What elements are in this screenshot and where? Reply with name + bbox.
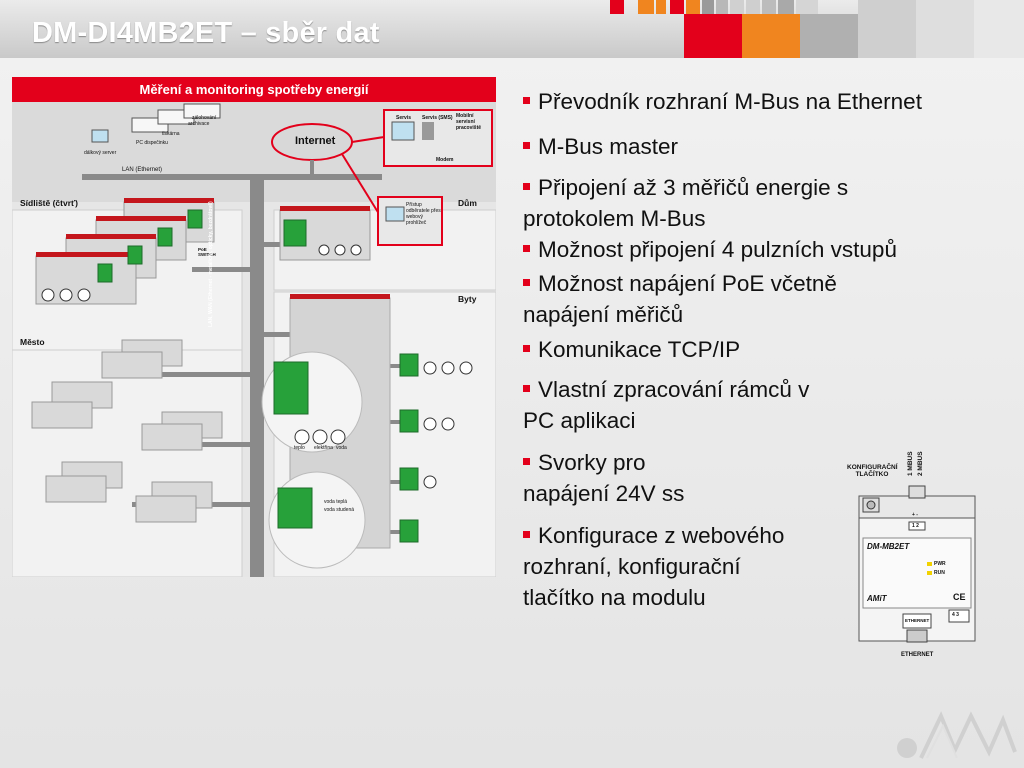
module-terminal-12: 1 2 [912, 523, 919, 529]
label-voda-studena: voda studená [324, 507, 355, 513]
feature-bullet-text: Konfigurace z webového [538, 523, 785, 548]
label-servis: Servis [396, 115, 412, 121]
bullet-marker-icon [523, 141, 530, 149]
feature-bullet: Převodník rozhraní M-Bus na Ethernet [523, 86, 922, 117]
feature-bullet: Možnost připojení 4 pulzních vstupů [523, 234, 897, 265]
amit-logo [897, 711, 1017, 759]
module-terminal-plus-minus: + - [912, 512, 918, 518]
label-sidliste: Sídliště (čtvrť) [20, 198, 78, 208]
label-zalohovani: zálohování [192, 115, 217, 121]
module-run: RUN [934, 570, 945, 576]
feature-bullet-text: Svorky pro [538, 450, 646, 475]
diagram-graphics [12, 102, 496, 577]
feature-bullet: Možnost napájení PoE včetně napájení měři… [523, 268, 837, 330]
feature-bullet-line: rozhraní, konfigurační [523, 554, 741, 579]
label-voda: voda [336, 445, 347, 451]
slide-title: DM-DI4MB2ET – sběr dat [32, 17, 380, 49]
diagram-title: Měření a monitoring spotřeby energií [12, 77, 496, 102]
label-byty: Byty [458, 294, 477, 304]
label-dalkovy-server: dálkový server [84, 150, 117, 156]
module-terminal-43: 4 3 [952, 612, 959, 618]
feature-bullet: Konfigurace z webového rozhraní, konfigur… [523, 520, 784, 613]
module-eth-port-label: ETHERNET [905, 618, 930, 623]
label-mobilni: Mobilní servisní pracoviště [456, 113, 482, 131]
feature-bullet-line: napájení 24V ss [523, 481, 685, 506]
bullet-marker-icon [523, 244, 530, 252]
module-button-label: KONFIGURAČNÍ TLAČÍTKO [847, 464, 898, 478]
feature-bullet-text: Možnost připojení 4 pulzních vstupů [538, 237, 897, 262]
label-elektrina: elektřina [314, 445, 333, 451]
feature-bullet-text: Připojení až 3 měřičů energie s [538, 175, 849, 200]
label-voda-tepla: voda teplá [324, 499, 348, 505]
label-lan-wan: LAN, WAN (Ethernet - metalicky, opticky,… [208, 201, 214, 327]
bullet-marker-icon [523, 96, 530, 104]
feature-bullet-line: Konfigurace z webového [523, 520, 784, 551]
module-mbus1-label: 1 MBUS [907, 451, 914, 476]
energy-monitoring-diagram: Měření a monitoring spotřeby energií [12, 77, 496, 577]
label-teplo: teplo [294, 445, 305, 451]
feature-bullet-line: Připojení až 3 měřičů energie s [523, 172, 848, 203]
feature-bullet-line: PC aplikaci [523, 408, 636, 433]
feature-bullet: Vlastní zpracování rámců v PC aplikaci [523, 374, 809, 436]
label-pristup: Přístup odběratele přes webový prohlížeč [406, 202, 441, 226]
feature-bullet: M-Bus master [523, 131, 678, 162]
label-archivace: archivace [188, 121, 210, 127]
label-lan: LAN (Ethernet) [122, 167, 163, 173]
module-ethernet-label: ETHERNET [901, 652, 934, 658]
feature-bullet-text: Vlastní zpracování rámců v [538, 377, 810, 402]
feature-bullet-text: Převodník rozhraní M-Bus na Ethernet [538, 89, 922, 114]
feature-bullet-line: Svorky pro [523, 447, 684, 478]
feature-bullet: Připojení až 3 měřičů energie s protokole… [523, 172, 848, 234]
feature-bullet-line: Převodník rozhraní M-Bus na Ethernet [523, 86, 922, 117]
feature-bullet-line: Vlastní zpracování rámců v [523, 374, 809, 405]
bullet-marker-icon [523, 278, 530, 286]
module-pwr: PWR [934, 561, 946, 567]
module-drawing [858, 485, 976, 643]
bullet-marker-icon [523, 182, 530, 190]
label-dum: Dům [458, 198, 477, 208]
header-decoration [610, 0, 1024, 58]
label-tiskarna: tiskárna [162, 131, 180, 137]
label-servis-sms: Servis (SMS) [422, 115, 453, 121]
module-mbus2-label: 2 MBUS [917, 451, 924, 476]
bullet-marker-icon [523, 344, 530, 352]
module-brand: AMiT [867, 594, 887, 603]
label-modem: Modem [436, 157, 454, 163]
bullet-marker-icon [523, 384, 530, 392]
feature-bullet-text: M-Bus master [538, 134, 679, 159]
feature-bullet-line: napájení měřičů [523, 302, 684, 327]
feature-bullet-text: Možnost napájení PoE včetně [538, 271, 837, 296]
bullet-marker-icon [523, 457, 530, 465]
slide-header: DM-DI4MB2ET – sběr dat [0, 0, 1024, 58]
feature-bullet-line: M-Bus master [523, 131, 678, 162]
label-poe-switch: PoE SWITCH [198, 247, 216, 257]
label-mesto: Město [20, 337, 45, 347]
feature-bullet-line: protokolem M-Bus [523, 206, 706, 231]
feature-bullet-line: Možnost napájení PoE včetně [523, 268, 837, 299]
feature-bullet: Komunikace TCP/IP [523, 334, 740, 365]
label-internet: Internet [295, 135, 336, 147]
feature-bullet-line: Možnost připojení 4 pulzních vstupů [523, 234, 897, 265]
module-illustration: KONFIGURAČNÍ TLAČÍTKO 1 MBUS 2 MBUS + - … [847, 446, 977, 661]
module-name: DM-MB2ET [867, 542, 910, 551]
feature-bullet-line: tlačítko na modulu [523, 585, 706, 610]
label-pc-dispecink: PC dispečinku [136, 140, 168, 146]
bullet-marker-icon [523, 530, 530, 538]
feature-bullet-text: Komunikace TCP/IP [538, 337, 741, 362]
feature-bullet-line: Komunikace TCP/IP [523, 334, 740, 365]
module-ce-mark: CE [953, 592, 966, 602]
feature-bullet: Svorky pro napájení 24V ss [523, 447, 684, 509]
